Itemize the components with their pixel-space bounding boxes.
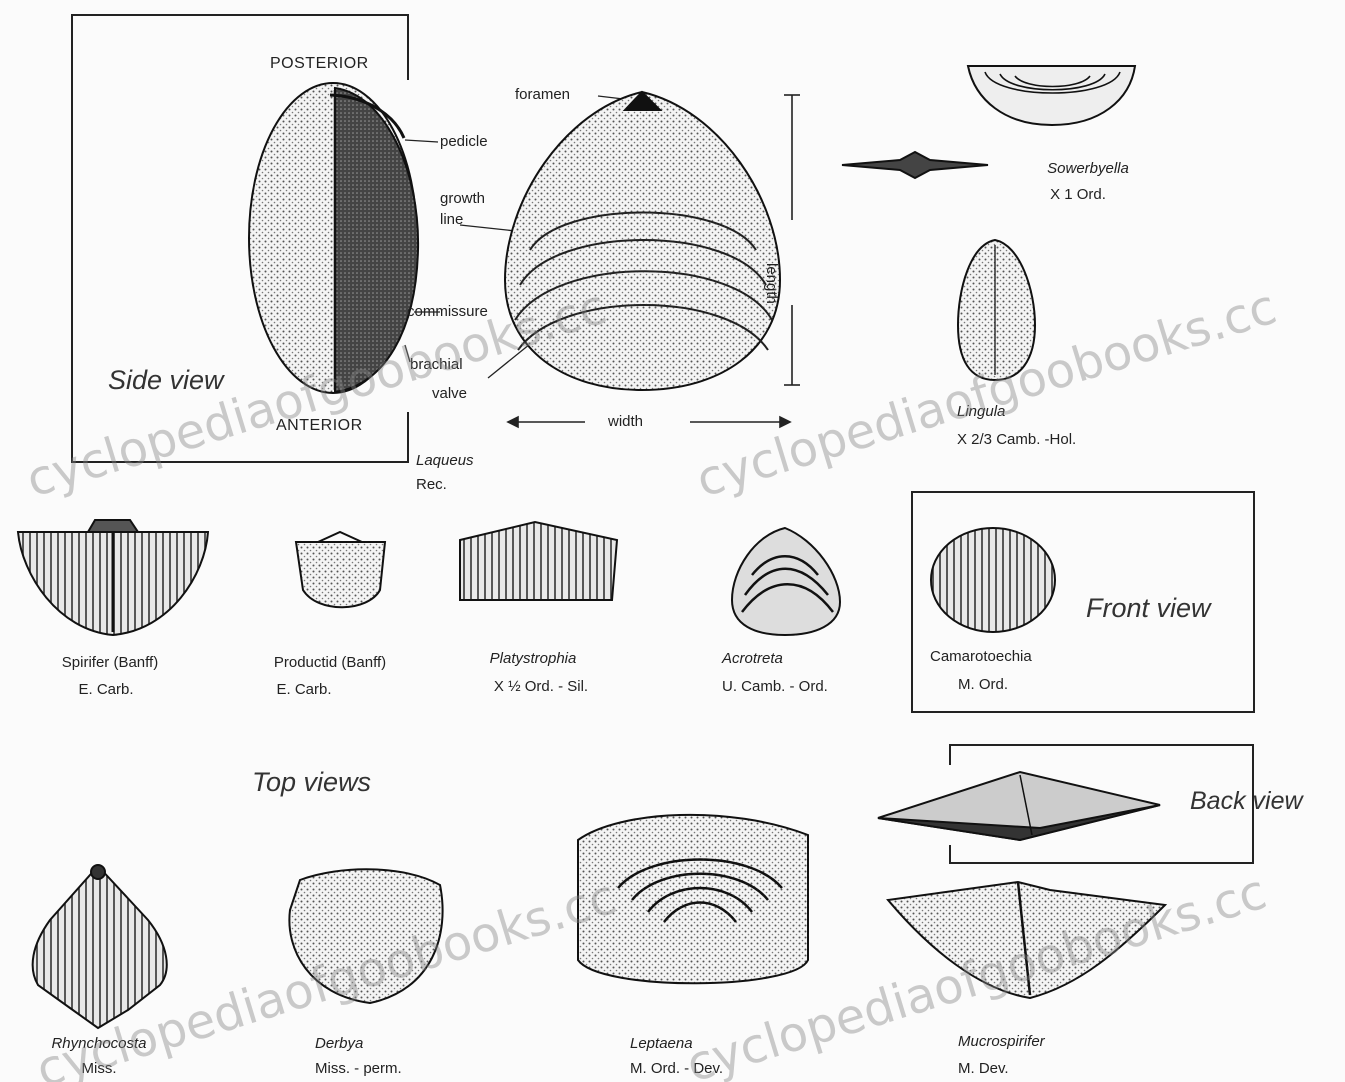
- platystrophia-figure: [460, 522, 617, 600]
- mucrospirifer-back-view: [878, 772, 1160, 840]
- posterior-label: POSTERIOR: [270, 54, 369, 73]
- leptaena-range: M. Ord. - Dev.: [630, 1060, 723, 1078]
- rhynchocosta-range: Miss.: [82, 1060, 117, 1078]
- rhynchocosta-name: Rhynchocosta: [51, 1035, 146, 1053]
- productid-range: E. Carb.: [276, 681, 331, 699]
- derbya-figure: [289, 869, 442, 1003]
- derbya-range: Miss. - perm.: [315, 1060, 402, 1078]
- mucrospirifer-name: Mucrospirifer: [958, 1033, 1045, 1051]
- derbya-name: Derbya: [315, 1035, 363, 1053]
- productid-figure: [296, 532, 385, 607]
- camarotoechia-range: M. Ord.: [958, 676, 1008, 694]
- side-view-label: Side view: [108, 364, 224, 396]
- productid-name: Productid (Banff): [274, 654, 386, 672]
- foramen-label: foramen: [515, 86, 570, 104]
- laqueus-range: Rec.: [416, 476, 447, 494]
- width-label: width: [608, 413, 643, 431]
- lingula-range: X 2/3 Camb. -Hol.: [957, 431, 1076, 449]
- sowerbyella-range: X 1 Ord.: [1050, 186, 1106, 204]
- side-view-shell: [249, 83, 418, 393]
- camarotoechia-figure: [931, 528, 1055, 632]
- rhynchocosta-figure: [33, 865, 167, 1028]
- acrotreta-name: Acrotreta: [722, 650, 783, 668]
- line-label: line: [440, 211, 463, 229]
- leptaena-figure: [578, 815, 808, 983]
- commissure-label: commissure: [407, 303, 488, 321]
- acrotreta-range: U. Camb. - Ord.: [722, 678, 828, 696]
- sowerbyella-name: Sowerbyella: [1047, 160, 1129, 178]
- spirifer-range: E. Carb.: [78, 681, 133, 699]
- mucrospirifer-range: M. Dev.: [958, 1060, 1009, 1078]
- lingula-name: Lingula: [957, 403, 1005, 421]
- spirifer-name: Spirifer (Banff): [62, 654, 158, 672]
- platystrophia-name: Platystrophia: [490, 650, 577, 668]
- platystrophia-range: X ½ Ord. - Sil.: [494, 678, 588, 696]
- valve-label: valve: [432, 385, 467, 403]
- lingula-figure: [958, 240, 1035, 380]
- back-view-label: Back view: [1190, 786, 1303, 816]
- top-views-label: Top views: [252, 766, 371, 798]
- growth-line-shell: [505, 92, 780, 390]
- leptaena-name: Leptaena: [630, 1035, 693, 1053]
- anterior-label: ANTERIOR: [276, 416, 363, 435]
- laqueus-label: Laqueus: [416, 452, 474, 470]
- pedicle-label: pedicle: [440, 133, 488, 151]
- length-label: length: [762, 263, 780, 304]
- spirifer-figure: [18, 520, 208, 635]
- brachial-label: brachial: [410, 356, 463, 374]
- growth-label: growth: [440, 190, 485, 208]
- mucrospirifer-figure: [888, 882, 1165, 998]
- front-view-label: Front view: [1086, 592, 1211, 624]
- acrotreta-figure: [732, 528, 840, 635]
- camarotoechia-name: Camarotoechia: [930, 648, 1032, 666]
